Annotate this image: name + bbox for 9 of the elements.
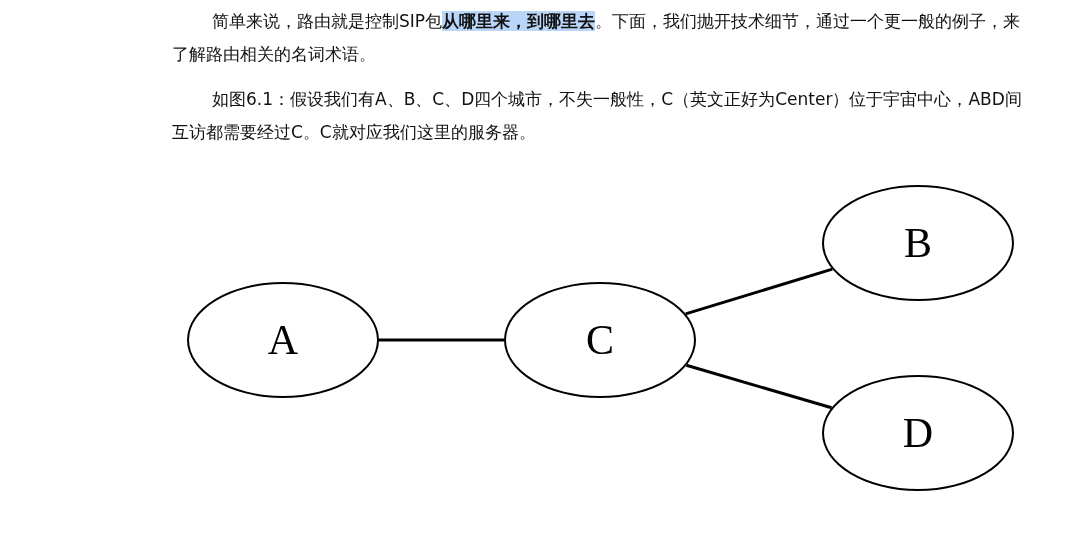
connector-line <box>379 338 504 342</box>
connector-line <box>685 267 833 316</box>
node-label: B <box>904 219 932 267</box>
node-label: D <box>902 409 934 457</box>
node-label: C <box>586 316 614 364</box>
paragraph: 简单来说，路由就是控制SIP包从哪里来，到哪里去。下面，我们抛开技术细节，通过一个更一般的例子，来了解路由相关的名词术语。 <box>172 10 1022 66</box>
node-label: A <box>267 316 299 364</box>
connector-line <box>686 363 832 410</box>
paragraph: 如图6.1：假设我们有A、B、C、D四个城市，不失一般性，C（英文正好为Center）位于宇宙中心，ABD间互访都需要经过C。C就对应我们这里的服务器。 <box>172 88 1023 144</box>
